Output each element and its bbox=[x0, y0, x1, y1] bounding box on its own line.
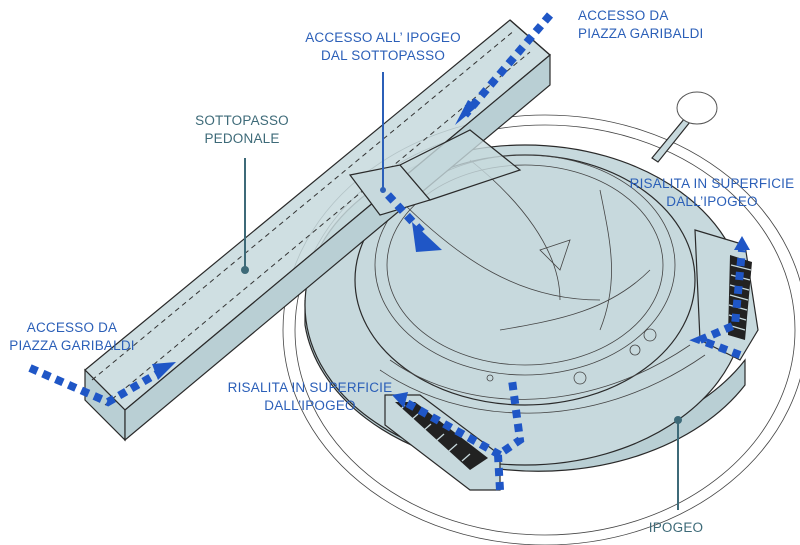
underpass-tunnel bbox=[84, 19, 551, 442]
label-risalita-right-line1: RISALITA IN SUPERFICIE bbox=[630, 176, 795, 191]
outer-plaza-ring bbox=[282, 114, 800, 545]
label-risalita-left-line1: RISALITA IN SUPERFICIE bbox=[228, 380, 393, 395]
lamp-post bbox=[651, 91, 718, 163]
label-access-left-line2: PIAZZA GARIBALDI bbox=[9, 338, 134, 353]
label-sottopasso: SOTTOPASSO PEDONALE bbox=[195, 113, 289, 146]
label-sottopasso-line2: PEDONALE bbox=[204, 131, 279, 146]
label-sottopasso-line1: SOTTOPASSO bbox=[195, 113, 289, 128]
label-access-top: ACCESSO DA PIAZZA GARIBALDI bbox=[578, 8, 703, 41]
label-risalita-right-line2: DALL’IPOGEO bbox=[666, 194, 758, 209]
label-ipogeo: IPOGEO bbox=[649, 520, 703, 535]
label-risalita-left: RISALITA IN SUPERFICIE DALL’IPOGEO bbox=[228, 380, 393, 413]
label-access-ipogeo-line2: DAL SOTTOPASSO bbox=[321, 48, 445, 63]
label-access-ipogeo-line1: ACCESSO ALL’ IPOGEO bbox=[305, 30, 461, 45]
label-risalita-right: RISALITA IN SUPERFICIE DALL’IPOGEO bbox=[630, 176, 795, 209]
route-arrows bbox=[28, 12, 750, 491]
label-access-top-line1: ACCESSO DA bbox=[578, 8, 669, 23]
label-access-top-line2: PIAZZA GARIBALDI bbox=[578, 26, 703, 41]
leader-lines bbox=[241, 72, 682, 510]
label-access-left: ACCESSO DA PIAZZA GARIBALDI bbox=[9, 320, 134, 353]
label-risalita-left-line2: DALL’IPOGEO bbox=[264, 398, 356, 413]
label-access-left-line1: ACCESSO DA bbox=[27, 320, 118, 335]
label-access-ipogeo: ACCESSO ALL’ IPOGEO DAL SOTTOPASSO bbox=[305, 30, 461, 63]
